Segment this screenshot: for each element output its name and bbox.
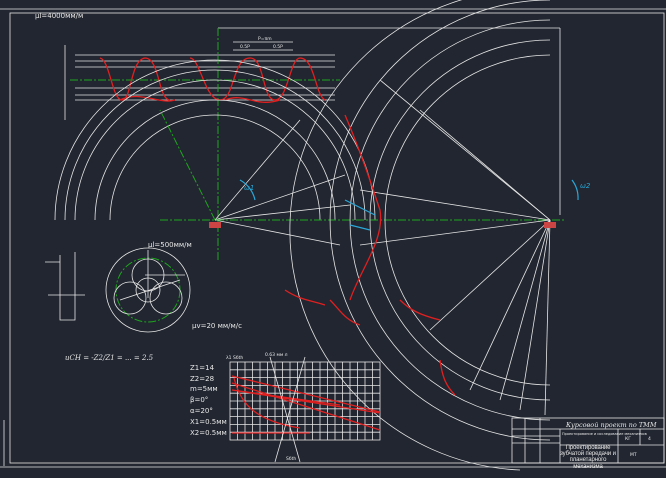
- scale-planetary-label: μl=500мм/м: [148, 241, 192, 249]
- param: α=20°: [190, 407, 213, 415]
- param: Z1=14: [190, 364, 215, 372]
- chart-x-label: Sбth: [286, 456, 296, 462]
- rack-dim: 0.5P: [273, 44, 283, 50]
- gear-center-hatch: [544, 222, 556, 228]
- scale-rack-label: μl=4000мм/м: [35, 12, 83, 20]
- title-block-letter: КГ: [625, 436, 631, 442]
- pinion-center-hatch: [209, 222, 221, 228]
- param: m=5мм: [190, 385, 218, 393]
- omega1-label: ω1: [244, 184, 254, 192]
- scale-velocity-label: μv=20 мм/м/с: [192, 322, 242, 330]
- planetary-scheme: [45, 247, 191, 333]
- title-block-title: Курсовой проект по ТММ: [565, 421, 657, 429]
- ratio-formula: uCH = -Z2/Z1 = ... = 2.5: [65, 354, 154, 362]
- param: X2=0.5мм: [190, 429, 227, 437]
- rack-dim: P=πm: [258, 36, 272, 42]
- title-block-sheet: 4: [648, 436, 651, 442]
- chart-top-label: 0.63 мм л: [265, 352, 288, 358]
- title-block-sheet-title: Проектирование зубчатой передачи и плане…: [560, 445, 616, 470]
- sliding-coefficient-chart: [229, 356, 381, 463]
- drawing-frame: [0, 8, 666, 468]
- rack-profile: [64, 27, 561, 260]
- title-block: [511, 417, 665, 464]
- param: β=0°: [190, 396, 208, 404]
- omega2-label: ω2: [580, 182, 591, 190]
- parameters-list: Z1=14 Z2=28 m=5мм β=0° α=20° X1=0.5мм X2…: [190, 364, 227, 437]
- title-block-group: МТ: [630, 452, 637, 458]
- rack-dim: 0.5P: [240, 44, 250, 50]
- chart-y-label: λ1 Sбth: [226, 355, 243, 361]
- param: Z2=28: [190, 375, 214, 383]
- gear-wheel: [239, 0, 579, 471]
- param: X1=0.5мм: [190, 418, 227, 426]
- title-block-subtitle: Проектирование и исследование механизмов: [562, 432, 647, 436]
